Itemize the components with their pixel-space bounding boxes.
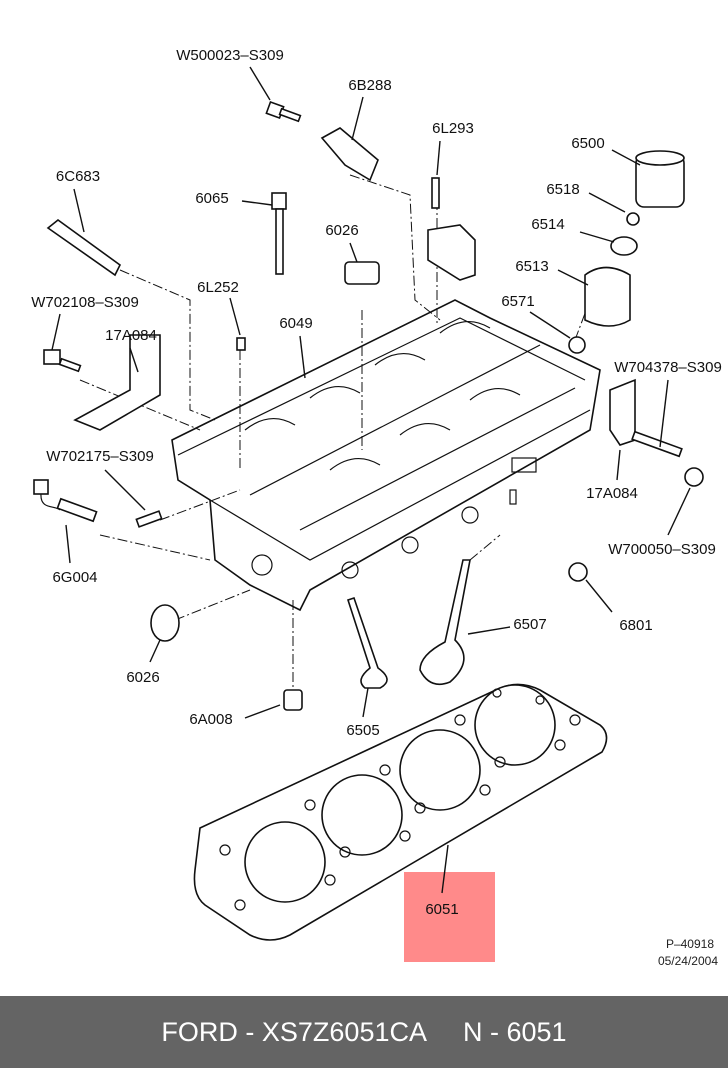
cylinder-head-exploded-diagram: W500023–S309 6B288 6L293 6500 6C683 6065… [31, 47, 722, 968]
reference-date: 05/24/2004 [658, 954, 718, 968]
label-w702175-s309: W702175–S309 [46, 448, 154, 465]
label-6c683: 6C683 [56, 168, 100, 185]
label-6801: 6801 [619, 617, 652, 634]
reference-code: P–40918 [666, 937, 714, 951]
label-6514: 6514 [531, 216, 564, 233]
label-6026-top: 6026 [325, 222, 358, 239]
part-labels: W500023–S309 6B288 6L293 6500 6C683 6065… [31, 47, 722, 918]
label-w704378-s309: W704378–S309 [614, 359, 722, 376]
label-6513: 6513 [515, 258, 548, 275]
cylinder-head [171, 299, 601, 612]
label-6l293: 6L293 [432, 120, 474, 137]
label-6507: 6507 [513, 616, 546, 633]
label-17a084-left: 17A084 [105, 327, 157, 344]
label-w700050-s309: W700050–S309 [608, 541, 716, 558]
label-6051: 6051 [425, 901, 458, 918]
label-6026-bottom: 6026 [126, 669, 159, 686]
label-w500023-s309: W500023–S309 [176, 47, 284, 64]
assembly-centre-lines [79, 174, 591, 690]
part-number-footer: FORD - XS7Z6051CA N - 6051 [0, 996, 728, 1068]
label-6505: 6505 [346, 722, 379, 739]
label-6500: 6500 [571, 135, 604, 152]
label-6b288: 6B288 [348, 77, 391, 94]
label-6g004: 6G004 [52, 569, 97, 586]
head-gasket [193, 683, 608, 941]
label-6518: 6518 [546, 181, 579, 198]
label-6049: 6049 [279, 315, 312, 332]
label-6065: 6065 [195, 190, 228, 207]
leader-lines [51, 66, 691, 894]
label-w702108-s309: W702108–S309 [31, 294, 139, 311]
highlight-box [404, 872, 495, 962]
label-17a084-right: 17A084 [586, 485, 638, 502]
parts [33, 100, 704, 711]
label-6l252: 6L252 [197, 279, 239, 296]
label-6a008: 6A008 [189, 711, 232, 728]
label-6571: 6571 [501, 293, 534, 310]
